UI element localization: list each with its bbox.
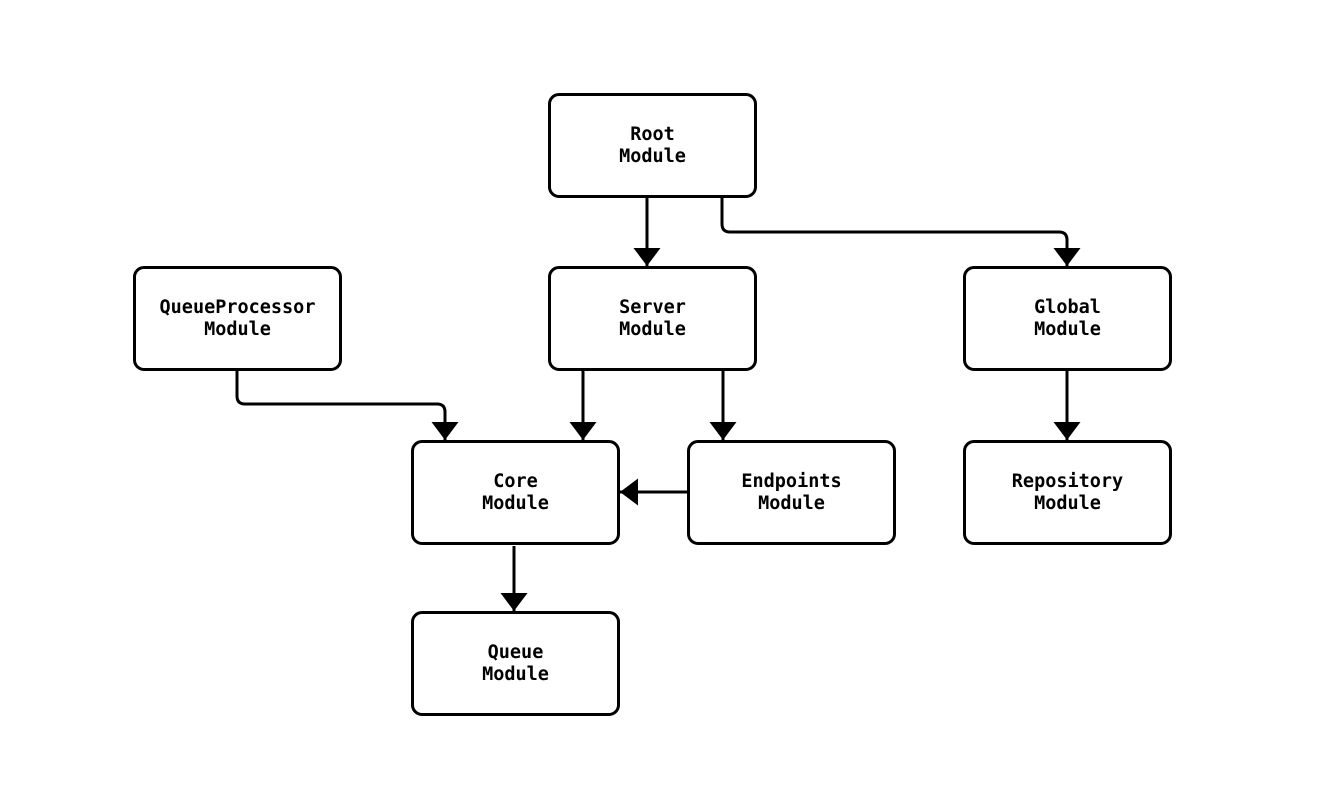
- arrowhead: [709, 422, 737, 440]
- node-server-module: Server Module: [548, 266, 757, 371]
- edge-line: [720, 198, 1069, 266]
- edge-server-to-core: [569, 371, 597, 440]
- node-label-line: Repository: [1011, 470, 1124, 492]
- arrowhead: [620, 478, 638, 506]
- node-label-line: Module: [619, 145, 686, 167]
- node-queue-module: Queue Module: [411, 611, 620, 716]
- edge-global-to-repository: [1053, 371, 1081, 440]
- node-label-line: Core: [493, 470, 538, 492]
- edge-line: [235, 371, 447, 440]
- node-label-line: Module: [204, 318, 271, 340]
- node-label-line: Module: [482, 663, 549, 685]
- node-label-line: Endpoints: [741, 470, 842, 492]
- node-label-line: Queue: [487, 641, 544, 663]
- node-global-module: Global Module: [963, 266, 1172, 371]
- node-label-line: Server: [619, 296, 686, 318]
- arrowhead: [633, 248, 661, 266]
- node-endpoints-module: Endpoints Module: [687, 440, 896, 545]
- node-root-module: Root Module: [548, 93, 757, 198]
- node-label-line: Module: [619, 318, 686, 340]
- node-label: Queue Module: [482, 642, 549, 686]
- arrowhead: [431, 422, 459, 440]
- arrowhead: [1053, 248, 1081, 266]
- node-label-line: Module: [758, 492, 825, 514]
- edge-server-to-endpoints: [709, 371, 737, 440]
- arrowhead: [569, 422, 597, 440]
- node-label: Repository Module: [1012, 471, 1123, 515]
- node-label: Root Module: [619, 124, 686, 168]
- node-label-line: Module: [482, 492, 549, 514]
- node-label-line: Global: [1034, 296, 1101, 318]
- edge-core-to-queue: [500, 546, 528, 611]
- node-label: Core Module: [482, 471, 549, 515]
- arrowhead: [500, 593, 528, 611]
- node-repository-module: Repository Module: [963, 440, 1172, 545]
- node-label-line: QueueProcessor: [159, 296, 316, 318]
- node-label: Global Module: [1034, 297, 1101, 341]
- edge-root-to-global: [720, 198, 1081, 266]
- node-label: QueueProcessor Module: [160, 297, 316, 341]
- arrowhead: [1053, 422, 1081, 440]
- edge-endpoints-to-core: [620, 478, 687, 506]
- node-label: Endpoints Module: [741, 471, 841, 515]
- node-queueprocessor-module: QueueProcessor Module: [133, 266, 342, 371]
- node-label-line: Module: [1034, 492, 1101, 514]
- node-label: Server Module: [619, 297, 686, 341]
- node-label-line: Module: [1034, 318, 1101, 340]
- node-label-line: Root: [630, 123, 675, 145]
- edge-queueprocessor-to-core: [235, 371, 459, 440]
- node-core-module: Core Module: [411, 440, 620, 545]
- edge-root-to-server: [633, 198, 661, 266]
